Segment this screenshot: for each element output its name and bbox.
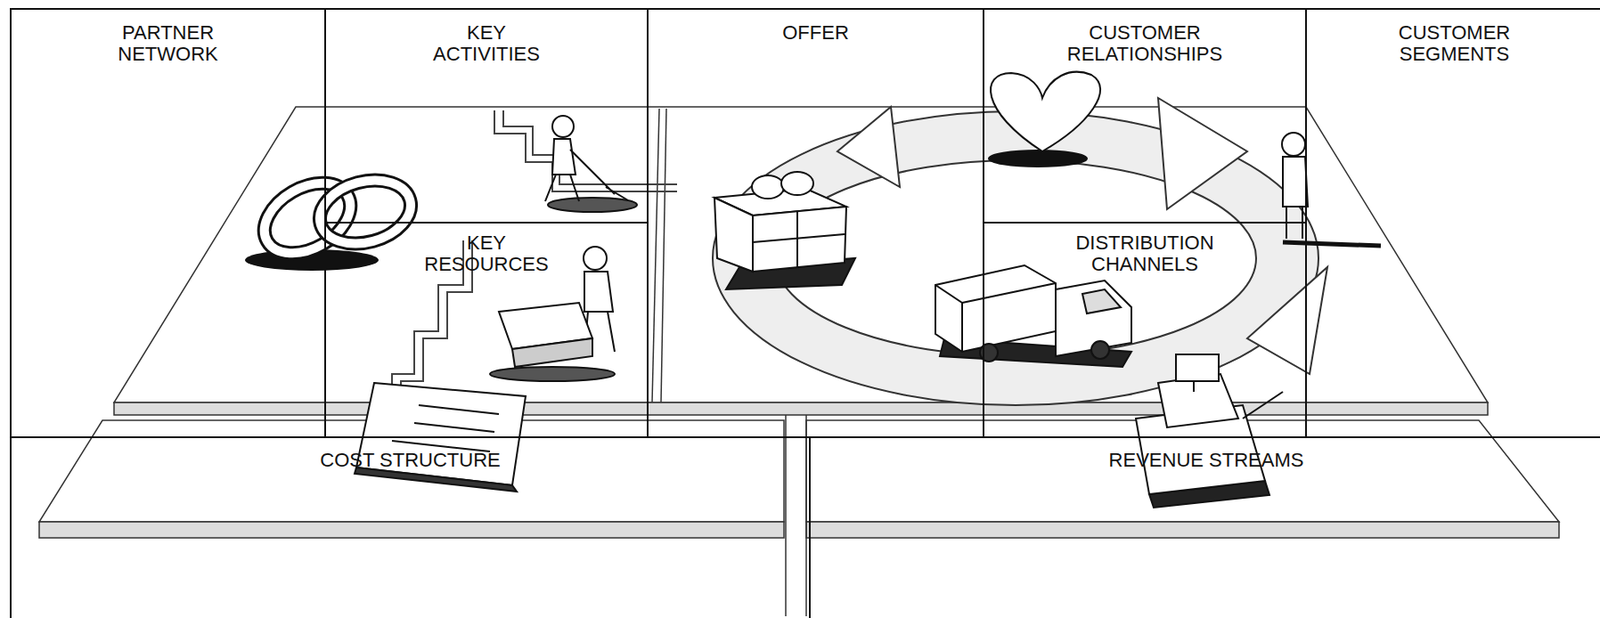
block-heading: REVENUE STREAMS bbox=[1019, 449, 1394, 472]
bow bbox=[781, 171, 814, 196]
arrow-head bbox=[1158, 97, 1248, 210]
ring bbox=[312, 171, 418, 254]
truck-icon bbox=[935, 265, 1132, 368]
head bbox=[552, 115, 574, 138]
platform-edge bbox=[806, 522, 1560, 539]
text-line bbox=[418, 405, 499, 415]
platform-divider bbox=[652, 108, 660, 403]
stairs bbox=[391, 110, 678, 403]
register-screen bbox=[1175, 354, 1219, 382]
shadow bbox=[988, 150, 1087, 167]
register-icon bbox=[1135, 354, 1283, 508]
platform bbox=[39, 106, 1560, 617]
block-heading: KEY RESOURCES bbox=[408, 232, 565, 276]
canvas-block: KEY ACTIVITIES bbox=[324, 8, 649, 224]
legs bbox=[545, 174, 580, 202]
block-heading: CUSTOMER RELATIONSHIPS bbox=[1040, 22, 1250, 66]
block-heading: COST STRUCTURE bbox=[223, 449, 598, 472]
shadow bbox=[1282, 242, 1381, 246]
body bbox=[552, 138, 576, 175]
worker-figure bbox=[545, 115, 637, 213]
head bbox=[583, 246, 607, 270]
canvas-band: REVENUE STREAMS bbox=[808, 436, 1600, 618]
canvas-block: KEY RESOURCES bbox=[324, 221, 649, 439]
platform-edge bbox=[114, 402, 1488, 416]
stair-line bbox=[503, 110, 678, 185]
gift-front bbox=[714, 197, 753, 272]
block-heading: KEY ACTIVITIES bbox=[413, 22, 561, 66]
paper-shadow bbox=[354, 467, 517, 492]
customer-figure bbox=[1281, 132, 1381, 246]
block-heading: PARTNER NETWORK bbox=[92, 22, 245, 66]
shadow bbox=[489, 367, 615, 382]
scanner-cord bbox=[1242, 391, 1283, 419]
ribbon bbox=[752, 234, 845, 243]
shadow bbox=[547, 197, 637, 213]
canvas-block: PARTNER NETWORK bbox=[9, 8, 327, 439]
block-heading: OFFER bbox=[726, 22, 906, 44]
arrow-head bbox=[1247, 267, 1328, 375]
box-side bbox=[512, 338, 593, 368]
head bbox=[1281, 132, 1306, 156]
body bbox=[584, 271, 613, 312]
canvas-band: COST STRUCTURE bbox=[9, 436, 811, 618]
heart bbox=[990, 72, 1101, 152]
platform-gap bbox=[805, 415, 808, 617]
wheel bbox=[1091, 341, 1110, 360]
block-heading: DISTRIBUTION CHANNELS bbox=[1053, 232, 1237, 276]
canvas-block: DISTRIBUTION CHANNELS bbox=[982, 221, 1307, 439]
canvas-block: CUSTOMER RELATIONSHIPS bbox=[982, 8, 1307, 224]
text-line bbox=[414, 423, 495, 433]
cycle-arrow bbox=[712, 97, 1328, 406]
platform-gap bbox=[784, 415, 787, 617]
register-pole bbox=[1192, 381, 1195, 392]
cargo-edge bbox=[935, 285, 963, 303]
arrow-head bbox=[837, 106, 900, 188]
canvas-block: CUSTOMER SEGMENTS bbox=[1305, 8, 1600, 439]
block-heading: CUSTOMER SEGMENTS bbox=[1376, 22, 1533, 66]
bow bbox=[751, 175, 784, 199]
body bbox=[1282, 156, 1308, 207]
canvas-block: OFFER bbox=[646, 8, 985, 439]
gift-side bbox=[752, 206, 847, 272]
window bbox=[1082, 289, 1121, 314]
cargo-edge bbox=[961, 302, 964, 352]
heart-icon bbox=[988, 72, 1101, 167]
platform-edge bbox=[39, 522, 784, 539]
gift-icon bbox=[714, 171, 856, 290]
cargo bbox=[935, 265, 1056, 352]
rings-icon bbox=[244, 169, 418, 271]
ring bbox=[312, 171, 418, 254]
cargo-edge bbox=[962, 283, 1056, 303]
broom bbox=[570, 149, 629, 201]
stair-line bbox=[494, 110, 678, 192]
platform-divider bbox=[661, 108, 667, 403]
